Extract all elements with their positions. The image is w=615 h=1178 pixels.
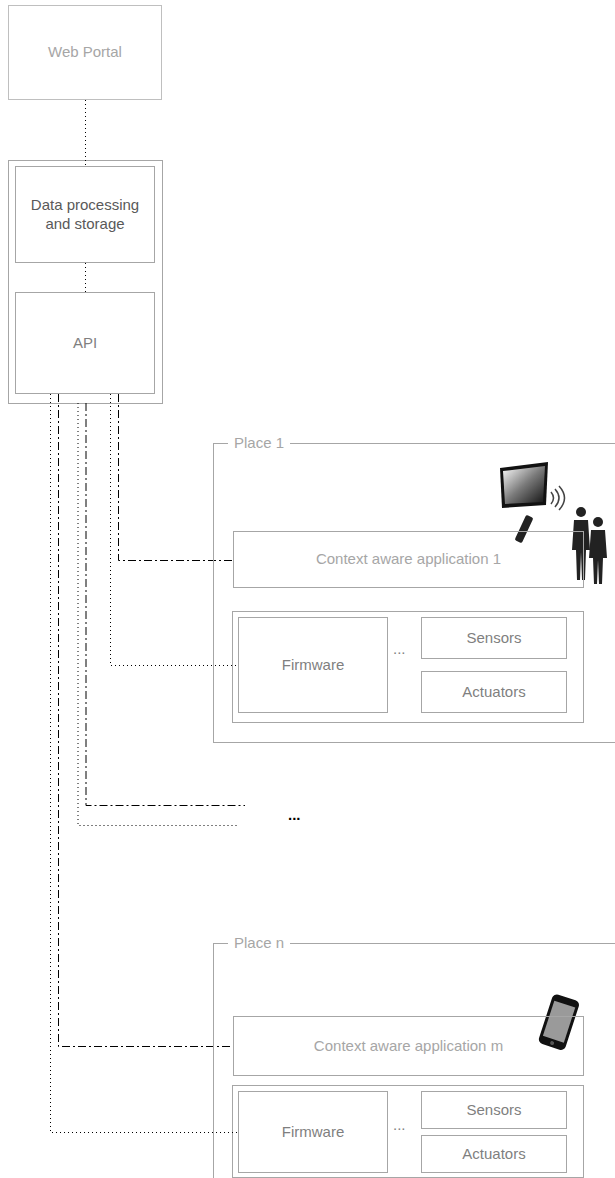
- box-label: Data processing and storage: [30, 196, 140, 234]
- elided-connector: [86, 403, 245, 806]
- data-connector: [51, 394, 239, 1133]
- box-label: Firmware: [282, 656, 345, 675]
- actuators-box: Actuators: [421, 671, 567, 713]
- application-box: Context aware application m: [233, 1016, 584, 1076]
- box-label: Firmware: [282, 1123, 345, 1142]
- box-label: Actuators: [462, 1145, 525, 1164]
- phone-illustration: [538, 993, 581, 1051]
- sensors-box: Sensors: [421, 1091, 567, 1129]
- api-box: API: [15, 292, 155, 394]
- firmware-box: Firmware: [238, 617, 388, 713]
- device-housing: [233, 612, 584, 723]
- data-connector: [111, 394, 239, 666]
- firmware-box: Firmware: [238, 1091, 388, 1173]
- box-label: Sensors: [466, 629, 521, 648]
- data-connector: [85, 100, 86, 166]
- process-box: Data processing and storage: [15, 166, 155, 263]
- place-heading: Place n: [228, 934, 290, 953]
- actuators-box: Actuators: [421, 1135, 567, 1173]
- device-housing: [233, 1086, 584, 1178]
- box-label: Actuators: [462, 683, 525, 702]
- box-label: Context aware application m: [314, 1037, 503, 1056]
- box-label: Web Portal: [48, 43, 122, 62]
- place-heading: Place 1: [228, 434, 290, 453]
- data-connector: [119, 394, 234, 561]
- box-label: API: [73, 334, 97, 353]
- place-region: Place nContext aware application mFirmwa…: [213, 943, 615, 1178]
- sensors-box: Sensors: [421, 617, 567, 659]
- place-border: [213, 742, 615, 743]
- ellipsis-label: ...: [393, 1116, 406, 1133]
- box-label: Context aware application 1: [316, 550, 501, 569]
- ellipsis-label: ...: [288, 806, 301, 823]
- place-region: Place 1Context aware application 1Firmwa…: [213, 443, 615, 742]
- application-box: Context aware application 1: [233, 531, 584, 588]
- data-connector: [59, 394, 234, 1047]
- ellipsis-label: ...: [393, 640, 406, 657]
- portal-box: Web Portal: [8, 5, 162, 100]
- box-label: Sensors: [466, 1101, 521, 1120]
- server-housing: [9, 161, 163, 404]
- people-illustration: [572, 507, 607, 584]
- data-connector: [85, 263, 86, 292]
